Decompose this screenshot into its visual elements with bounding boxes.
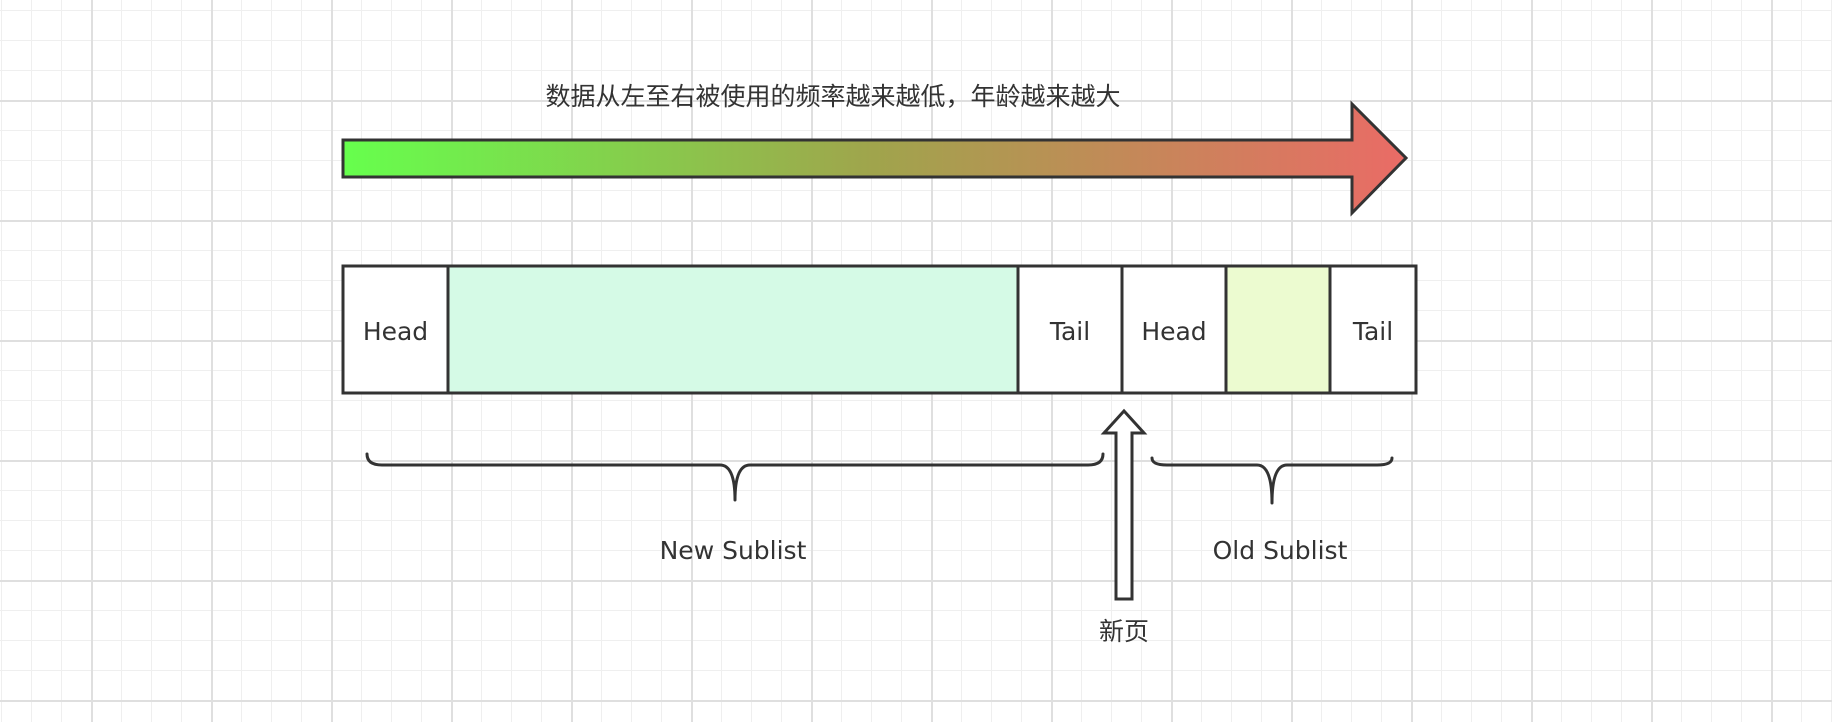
diagram-title: 数据从左至右被使用的频率越来越低，年龄越来越大 [545, 82, 1120, 111]
new-sublist-body [446, 264, 1020, 395]
new-page-insert-arrow [1100, 408, 1148, 601]
old-tail-cell [1328, 264, 1418, 395]
new-tail-label: Tail [1049, 317, 1090, 346]
new-tail-cell [1016, 264, 1124, 395]
old-sublist-brace [1150, 456, 1394, 505]
new-head-cell [341, 264, 450, 395]
age-gradient-arrow [341, 100, 1409, 217]
new-head-label: Head [363, 317, 428, 346]
old-sublist-label: Old Sublist [1213, 536, 1348, 565]
new-sublist-brace [365, 452, 1105, 502]
old-sublist-body [1224, 264, 1332, 395]
lru-list: Head Tail Head Tail [341, 264, 1418, 395]
old-tail-label: Tail [1352, 317, 1393, 346]
new-page-label: 新页 [1099, 617, 1149, 646]
old-head-label: Head [1141, 317, 1206, 346]
old-head-cell [1120, 264, 1228, 395]
new-sublist-label: New Sublist [660, 536, 807, 565]
